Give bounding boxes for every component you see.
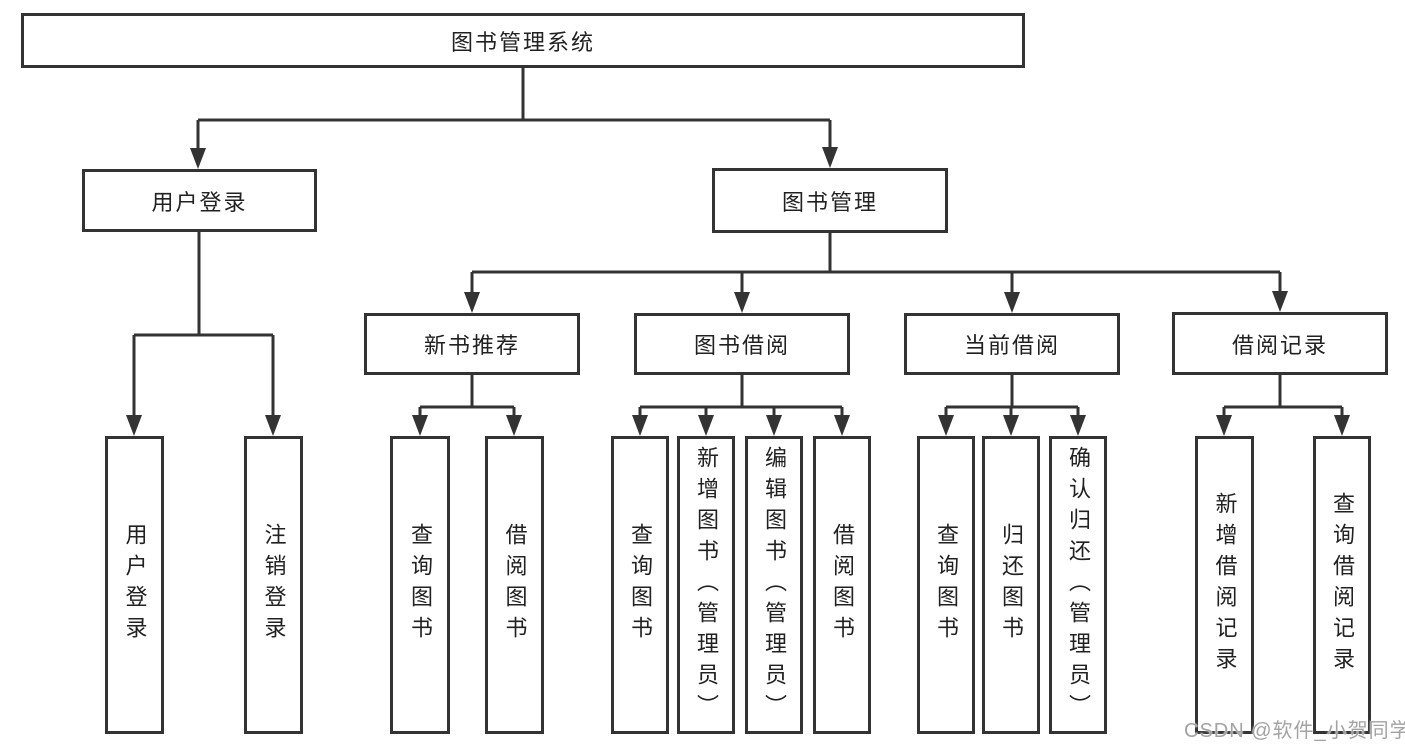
node-user-login: 用户登录 <box>82 169 317 232</box>
node-root-label: 图书管理系统 <box>450 29 595 55</box>
leaf-query-books-current-label: 查询图书 <box>934 523 959 647</box>
leaf-query-books-current: 查询图书 <box>917 436 975 734</box>
leaf-query-books-recommend: 查询图书 <box>390 436 450 734</box>
node-current-borrowing-label: 当前借阅 <box>963 333 1060 358</box>
leaf-user-login: 用户登录 <box>105 436 164 734</box>
leaf-borrow-books-borrowing-label: 借阅图书 <box>830 523 855 647</box>
leaf-borrow-books-borrowing: 借阅图书 <box>813 436 871 734</box>
csdn-watermark: CSDN @软件_小贺同学 <box>1184 720 1405 742</box>
leaf-query-borrow-record-label: 查询借阅记录 <box>1330 492 1355 678</box>
node-book-management-label: 图书管理 <box>781 189 878 215</box>
leaf-query-borrow-record: 查询借阅记录 <box>1313 436 1371 734</box>
leaf-query-books-borrowing-label: 查询图书 <box>628 523 653 647</box>
leaf-return-book: 归还图书 <box>982 436 1040 734</box>
node-current-borrowing: 当前借阅 <box>904 313 1120 375</box>
arrowhead-icons <box>126 147 1350 436</box>
leaf-confirm-return-admin-label: 确认归还（管理员） <box>1066 445 1091 725</box>
leaf-edit-book-admin-label: 编辑图书（管理员） <box>762 445 787 725</box>
leaf-user-login-label: 用户登录 <box>122 523 148 647</box>
leaf-confirm-return-admin: 确认归还（管理员） <box>1049 436 1107 734</box>
node-book-borrowing: 图书借阅 <box>634 313 850 375</box>
leaf-borrow-books-recommend: 借阅图书 <box>485 436 544 734</box>
node-root-library-system: 图书管理系统 <box>21 13 1025 68</box>
leaf-borrow-books-recommend-label: 借阅图书 <box>502 523 528 647</box>
leaf-return-book-label: 归还图书 <box>999 523 1024 647</box>
leaf-logout: 注销登录 <box>244 436 303 734</box>
node-user-login-label: 用户登录 <box>151 189 248 215</box>
leaf-edit-book-admin: 编辑图书（管理员） <box>745 436 803 734</box>
leaf-query-books-recommend-label: 查询图书 <box>408 523 433 647</box>
leaf-query-books-borrowing: 查询图书 <box>611 436 669 734</box>
node-book-management: 图书管理 <box>712 168 948 233</box>
node-borrowing-records: 借阅记录 <box>1172 312 1388 375</box>
node-book-borrowing-label: 图书借阅 <box>693 333 790 358</box>
leaf-add-book-admin: 新增图书（管理员） <box>677 436 735 734</box>
leaf-add-book-admin-label: 新增图书（管理员） <box>694 445 719 725</box>
leaf-add-borrow-record: 新增借阅记录 <box>1195 436 1254 734</box>
node-borrowing-records-label: 借阅记录 <box>1231 332 1328 358</box>
node-new-book-recommendation: 新书推荐 <box>364 313 580 375</box>
node-new-book-recommendation-label: 新书推荐 <box>423 333 520 358</box>
leaf-logout-label: 注销登录 <box>261 523 287 647</box>
leaf-add-borrow-record-label: 新增借阅记录 <box>1212 492 1238 678</box>
